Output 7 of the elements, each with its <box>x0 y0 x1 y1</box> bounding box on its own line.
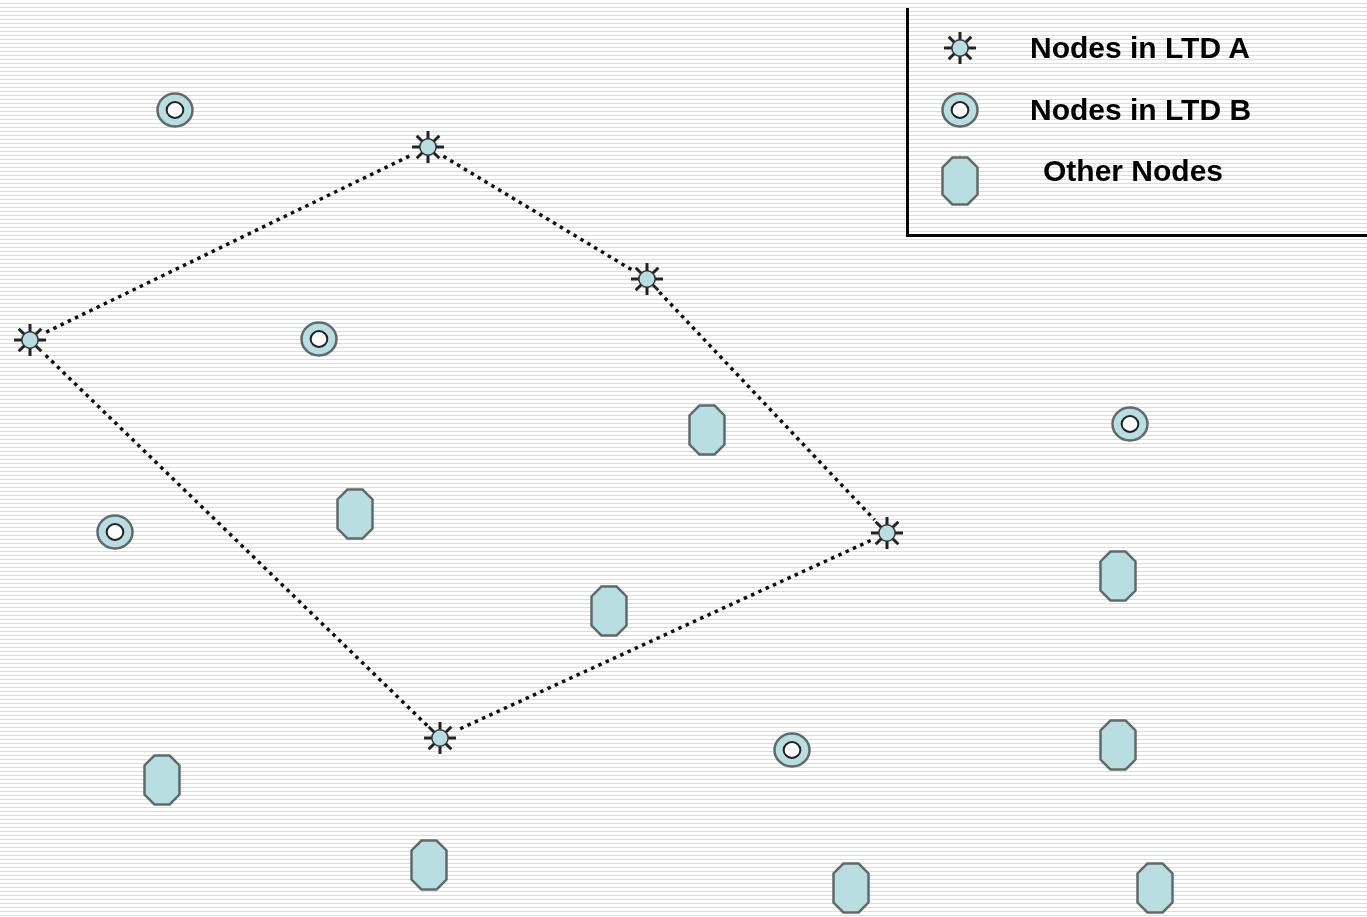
legend-label: Other Nodes <box>1043 153 1224 189</box>
dotted-line <box>658 290 876 522</box>
dotted-line <box>442 154 633 272</box>
legend-label: Nodes in LTD A <box>1030 30 1250 66</box>
dotted-line <box>41 351 429 727</box>
legend-label: Nodes in LTD B <box>1030 92 1252 128</box>
dotted-line <box>45 153 413 334</box>
